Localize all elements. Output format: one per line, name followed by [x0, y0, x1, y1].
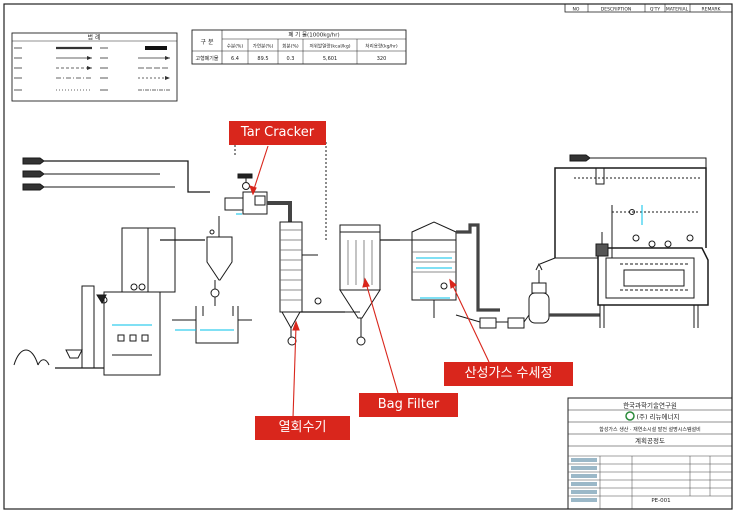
process-drawing: [13, 141, 709, 376]
tar-cracker-callout: Tar Cracker: [229, 121, 326, 145]
spec-value-moisture: 6.4: [231, 56, 239, 62]
bag-filter-callout: Bag Filter: [359, 393, 458, 417]
legend-title: 범 례: [88, 34, 101, 42]
spec-col-capacity: 처리용량(kg/hr): [365, 43, 398, 50]
quench-box: [172, 306, 252, 344]
spec-value-ash: 0.3: [287, 56, 295, 62]
spec-row-label: 고형폐기물: [195, 55, 218, 62]
parts-col-qty: Q'TY: [650, 7, 661, 13]
title-project: 합성가스 생산 · 재연소시설 발전 설명시스템설비: [599, 426, 701, 433]
heat-recovery-callout: 열회수기: [255, 416, 350, 440]
title-company: (주) 리뉴에너지: [636, 412, 679, 421]
title-drawing: 계획공정도: [635, 436, 665, 445]
spec-value-heating-value: 5,601: [323, 56, 337, 62]
acid-gas-scrubber-callout: 산성가스 수세정: [444, 362, 573, 386]
spec-col-moisture: 수분(%): [227, 44, 244, 50]
feeder-conveyor: [13, 285, 107, 369]
exhaust-and-outlets: [539, 154, 707, 265]
spec-table: 구 분 폐 기 물(1000kg/hr) 수분(%) 가연분(%) 회분(%) …: [191, 29, 407, 65]
spec-category-label: 구 분: [201, 39, 214, 46]
boiler-generator-unit: [595, 232, 709, 328]
callout-leaders: [249, 145, 490, 419]
parts-col-material: MATERIAL: [666, 7, 689, 13]
spec-value-capacity: 320: [377, 56, 387, 62]
cyclone-unit: [206, 216, 233, 306]
effluent-tanks: [455, 314, 525, 329]
dashed-return-line: [234, 141, 327, 240]
blower-vessel: [523, 262, 600, 324]
parts-col-no: NO: [573, 7, 580, 13]
parts-col-remark: REMARK: [701, 7, 721, 13]
title-drawing-no: PE-001: [651, 498, 670, 504]
spec-col-ash: 회분(%): [282, 43, 299, 50]
tar-cracker-unit: [224, 173, 292, 222]
heat-recovery-unit: [279, 221, 345, 346]
spec-col-heating-value: 저위발열량(kcal/kg): [309, 43, 350, 50]
spec-value-combustible: 89.5: [257, 56, 268, 62]
drawing-frame: [3, 3, 733, 510]
inlet-streams: [22, 157, 210, 193]
water-lines: [175, 205, 643, 331]
parts-list-header: NO DESCRIPTION Q'TY MATERIAL REMARK: [564, 3, 733, 13]
title-institute: 한국과학기술연구원: [623, 401, 677, 410]
legend-box: 범 례: [11, 32, 178, 102]
parts-col-description: DESCRIPTION: [601, 7, 631, 13]
spec-col-combustible: 가연분(%): [253, 43, 274, 50]
title-block: 한국과학기술연구원 (주) 리뉴에너지 합성가스 생산 · 재연소시설 발전 설…: [567, 397, 733, 510]
company-logo: [625, 411, 635, 421]
gasifier-unit: [100, 227, 205, 376]
spec-group-header: 폐 기 물(1000kg/hr): [288, 31, 339, 39]
bag-filter-unit: [339, 224, 400, 346]
scrubber-unit: [400, 221, 500, 318]
